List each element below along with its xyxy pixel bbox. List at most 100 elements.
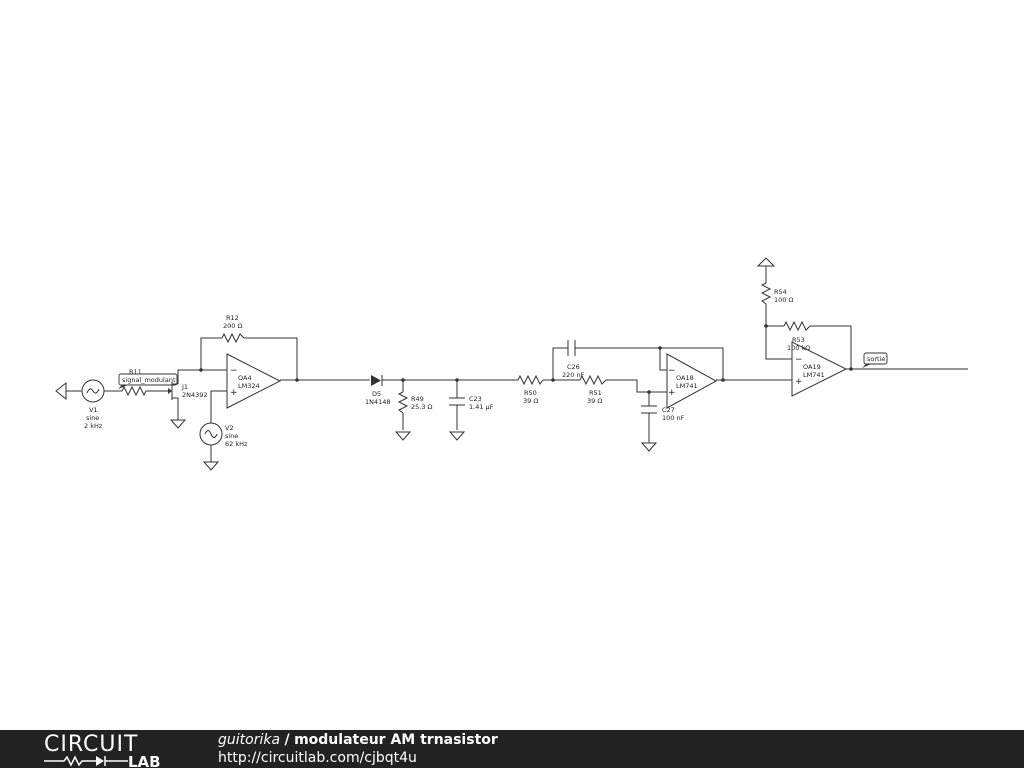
c27-value: 100 nF [662,414,685,422]
junction-dot [764,324,768,328]
c23-name: C23 [469,395,482,403]
oa4-part: LM324 [238,382,260,390]
ground-icon [394,431,412,441]
c26-name: C26 [567,363,580,371]
diode-d5[interactable]: D5 1N4148 [365,375,391,406]
j1-name: J1 [181,383,188,391]
author-name[interactable]: guitorika [218,732,281,748]
opamp-minus-sign: − [230,366,238,376]
v1-value: 2 kHz [84,422,103,430]
junction-dot [455,378,459,382]
junction-dot [647,390,651,394]
v1-name: V1 [89,406,98,414]
junction-dot [658,346,662,350]
opamp-icon [666,353,718,409]
circuit-url[interactable]: http://circuitlab.com/cjbqt4u [218,750,417,766]
opamp-minus-sign: − [668,366,676,376]
jfet-j1[interactable]: J1 2N4392 [168,382,208,429]
r51-name: R51 [589,389,602,397]
net-label-modulating[interactable]: signal_modulant [118,373,178,389]
opamp-icon [791,341,848,397]
d5-name: D5 [372,390,381,398]
circuit-meta: guitorika / modulateur AM trnasistor htt… [218,731,498,767]
v1-type: sine [86,414,99,422]
junctions [199,324,853,394]
ground-icon [169,419,187,429]
r54-name: R54 [774,288,787,296]
oa18-name: OA18 [676,374,694,382]
r50-value: 39 Ω [523,397,538,405]
oa19-name: OA19 [803,363,821,371]
wire [810,325,852,369]
source-v2[interactable]: V2 sine 62 kHz [199,422,248,471]
r50-name: R50 [524,389,537,397]
opamp-minus-sign: − [795,355,803,365]
net-label-text: signal_modulant [122,376,176,384]
net-label-text: sortie [867,355,885,363]
title-separator: / [284,732,290,748]
opamp-oa4[interactable]: − + OA4 LM324 [226,353,282,409]
wire [552,347,568,380]
opamp-oa19[interactable]: − + OA19 LM741 [791,341,848,397]
wires [70,266,968,462]
r12-name: R12 [226,314,239,322]
logo-diode-icon [96,756,104,766]
ground-icon [640,442,658,452]
v2-type: sine [225,432,238,440]
logo-bottom-text: LAB [128,753,161,768]
r49-value: 25.3 Ω [411,403,433,411]
junction-dot [295,378,299,382]
logo-top-text: CIRCUIT [44,732,138,757]
resistor-r54[interactable]: R54 100 Ω [756,257,793,307]
source-v1[interactable]: V1 sine 2 kHz [55,379,105,430]
v2-value: 62 kHz [225,440,248,448]
r51-value: 39 Ω [587,397,602,405]
circuit-title: modulateur AM trnasistor [294,732,498,748]
c27-name: C27 [662,406,675,414]
circuit-schematic: V1 sine 2 kHz R11 signal_modulant J1 2N4… [55,257,968,471]
junction-dot [199,368,203,372]
c23-value: 1.41 µF [469,403,494,411]
wire [244,337,298,380]
capacitor-c23[interactable]: C23 1.41 µF [448,395,494,441]
circuitlab-logo[interactable]: CIRCUIT LAB [0,730,200,768]
v2-name: V2 [225,424,234,432]
net-label-output[interactable]: sortie [862,352,888,368]
r11-name: R11 [129,368,142,376]
resistor-r53[interactable]: R53 100 kΩ [783,320,811,352]
opamp-oa18[interactable]: − + OA18 LM741 [666,353,718,409]
resistor-r50[interactable]: R50 39 Ω [517,374,544,405]
resistor-r49[interactable]: R49 25.3 Ω [394,391,433,441]
sine-source-icon [81,379,105,403]
d5-part: 1N4148 [365,398,391,406]
capacitor-c26[interactable]: C26 220 nF [562,340,585,379]
diode-icon [371,375,381,386]
title-line: guitorika / modulateur AM trnasistor [218,731,498,749]
oa19-part: LM741 [803,371,825,379]
c26-value: 220 nF [562,371,585,379]
opamp-icon [226,353,282,409]
r12-value: 200 Ω [223,322,242,330]
r49-name: R49 [411,395,424,403]
junction-dot [721,378,725,382]
resistor-r11[interactable]: R11 [121,368,148,397]
sine-source-icon [199,422,223,446]
ground-icon [448,431,466,441]
resistor-r51[interactable]: R51 39 Ω [579,374,607,405]
wire [200,337,222,370]
capacitor-c27[interactable]: C27 100 nF [640,405,685,452]
wire [177,369,227,384]
wire [210,390,227,423]
wire [606,379,667,393]
logo-resistor-icon [44,755,96,767]
r53-name: R53 [792,336,805,344]
resistor-r12[interactable]: R12 200 Ω [221,314,245,344]
supply-arrow-icon [756,257,776,267]
wire [575,347,724,380]
opamp-plus-sign: + [668,388,676,398]
opamp-plus-sign: + [230,388,238,398]
junction-dot [401,378,405,382]
j1-part: 2N4392 [182,391,208,399]
oa4-name: OA4 [238,374,252,382]
footer-bar: CIRCUIT LAB guitorika / modulateur AM tr… [0,730,1024,768]
